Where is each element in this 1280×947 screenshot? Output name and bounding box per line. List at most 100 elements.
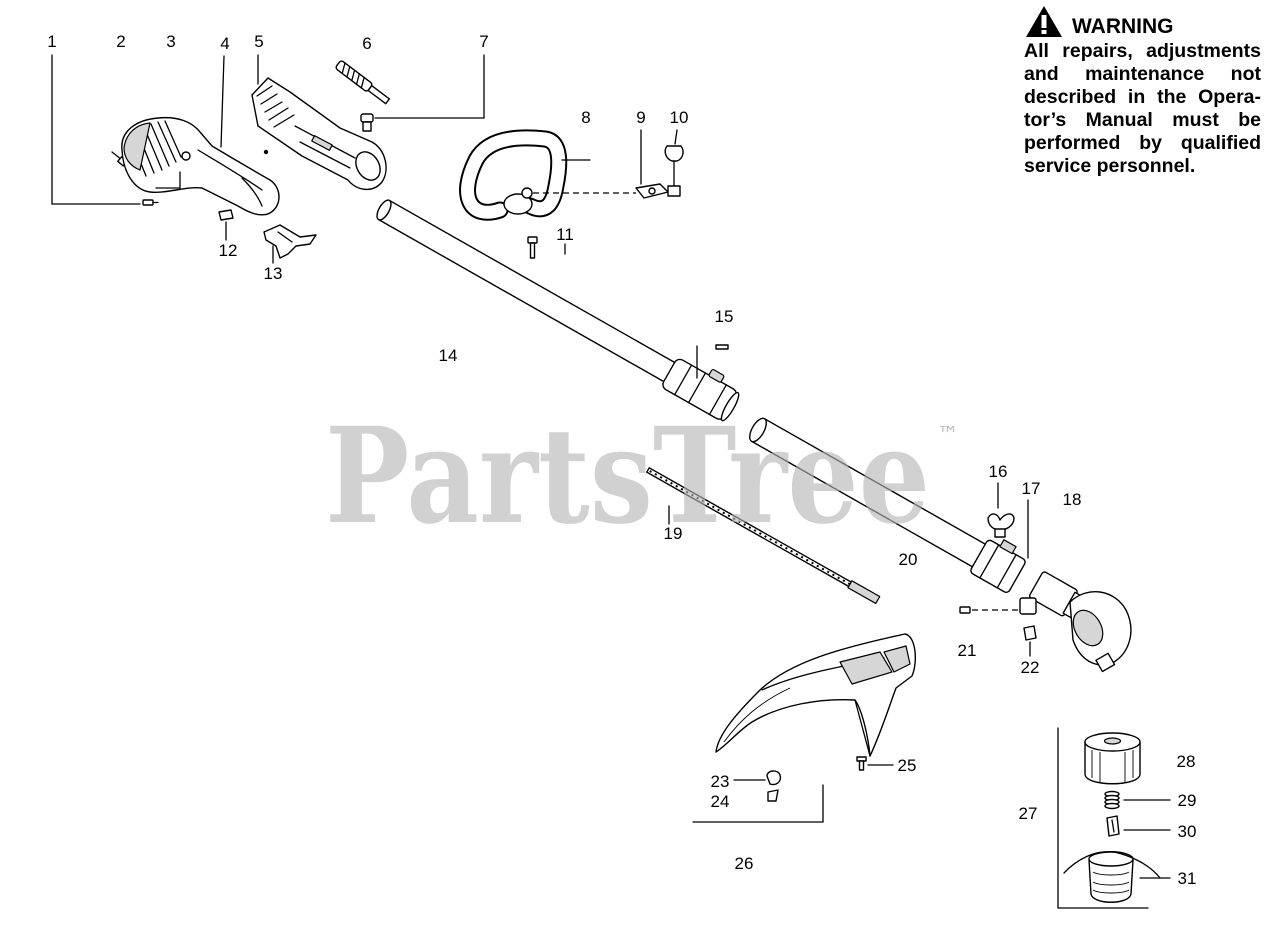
group-bracket — [692, 784, 824, 823]
part-31-trimmer-head — [1063, 851, 1161, 903]
head-grooves — [1092, 871, 1130, 894]
bolt-head — [527, 236, 538, 244]
guard-mount — [839, 651, 893, 685]
part-1-screw — [142, 199, 159, 206]
tube-end — [376, 199, 392, 221]
cable-spring — [335, 60, 373, 92]
cap-ribs — [1091, 750, 1134, 782]
clip-body — [767, 789, 779, 802]
part-10-clip — [664, 145, 684, 197]
part-13-throttle-trigger — [263, 224, 317, 259]
part-14-upper-tube — [376, 199, 740, 422]
callout-number: 15 — [715, 307, 734, 326]
warning-line: service personnel. — [1024, 155, 1196, 177]
cover-outline — [121, 116, 280, 216]
leader-line — [674, 129, 678, 145]
screw-body — [959, 606, 971, 614]
collar-ridges — [979, 544, 1017, 589]
callout-3: 3 — [155, 32, 181, 189]
knob-cap — [360, 113, 374, 123]
clip-body — [766, 770, 782, 786]
part-23-clip — [766, 770, 782, 786]
warning-line: All repairs, adjustments — [1024, 40, 1261, 62]
callout-15: 15 — [696, 307, 734, 379]
callout-23: 23 — [711, 772, 766, 791]
callout-27: 27 — [1019, 727, 1149, 909]
exclamation-bar — [1041, 15, 1047, 28]
warning-line: tor’s Manual must be — [1024, 109, 1261, 131]
exclamation-dot — [1041, 30, 1047, 34]
clamp-hole — [521, 187, 533, 199]
guard-inner-contour — [723, 687, 791, 743]
part-19-drive-shaft — [646, 467, 881, 605]
group-bracket — [1057, 727, 1149, 909]
cap-body — [1084, 741, 1141, 785]
part-24-clip — [767, 789, 779, 802]
part-6-throttle-cable — [335, 60, 391, 105]
part-16-wing-nut — [987, 513, 1015, 538]
part-28-spool-cap — [1084, 732, 1141, 785]
tube-end — [749, 417, 767, 443]
part-12-nut — [218, 209, 234, 221]
callout-number: 30 — [1178, 822, 1197, 841]
wing-nut-base — [994, 528, 1006, 538]
clip-nut — [667, 185, 681, 197]
callout-number: 24 — [711, 792, 730, 811]
leader-line — [374, 54, 485, 119]
fin-shading — [123, 122, 151, 171]
callout-number: 13 — [264, 264, 283, 283]
cover-contour — [241, 177, 263, 207]
callout-number: 7 — [479, 32, 488, 51]
mount-hole — [181, 151, 191, 161]
callout-number: 21 — [958, 641, 977, 660]
callout-number: 4 — [220, 34, 229, 53]
callout-28: 28 — [1177, 752, 1196, 771]
tube-body — [377, 199, 685, 388]
callout-number: 11 — [556, 225, 574, 244]
callout-number: 25 — [898, 756, 917, 775]
warning-line: performed by qualified — [1024, 132, 1261, 154]
part-20-lower-tube — [749, 417, 1011, 582]
part-26-guard — [715, 633, 917, 757]
grip-ridges — [256, 85, 295, 128]
callout-29: 29 — [1123, 791, 1196, 810]
callout-12: 12 — [219, 221, 237, 260]
callout-19: 19 — [664, 505, 682, 543]
part-5-throttle-housing — [251, 77, 387, 190]
gear-housing-face — [1072, 609, 1104, 647]
callout-9: 9 — [533, 108, 646, 194]
callout-number: 20 — [899, 550, 918, 569]
screw-head — [142, 199, 154, 206]
part-30-eyelet — [1106, 815, 1120, 837]
leader-line — [51, 54, 141, 205]
warning-line: and maintenance not — [1024, 63, 1261, 85]
knob-stem — [362, 121, 372, 132]
coupler-end — [720, 391, 740, 422]
part-17-clamp-collar — [970, 539, 1026, 593]
callout-13: 13 — [264, 245, 283, 283]
callout-number: 3 — [166, 32, 175, 51]
callout-21: 21 — [958, 609, 1022, 660]
callout-number: 31 — [1178, 869, 1197, 888]
collar-boss — [999, 539, 1017, 555]
callout-8: 8 — [561, 108, 591, 161]
part-4-engine-cover — [121, 116, 280, 216]
head-top — [1088, 851, 1134, 867]
callout-2: 2 — [116, 32, 125, 51]
trimmer-line — [1063, 851, 1161, 879]
nut-body — [218, 209, 234, 221]
callout-number: 17 — [1022, 479, 1041, 498]
spring-coil — [1104, 802, 1120, 810]
spring-coils — [341, 62, 365, 89]
nut-body — [1023, 625, 1037, 641]
clip-head — [664, 145, 684, 162]
guard-lug — [883, 645, 911, 673]
cover-contour — [197, 149, 263, 191]
warning-text: All repairs, adjustments and maintenance… — [1024, 40, 1261, 178]
part-9-clamp — [635, 183, 669, 199]
callout-18: 18 — [1063, 490, 1082, 509]
callout-4: 4 — [220, 34, 230, 148]
leader-line — [220, 55, 225, 148]
handle-body — [461, 131, 566, 219]
shaft-square-end — [847, 580, 881, 605]
